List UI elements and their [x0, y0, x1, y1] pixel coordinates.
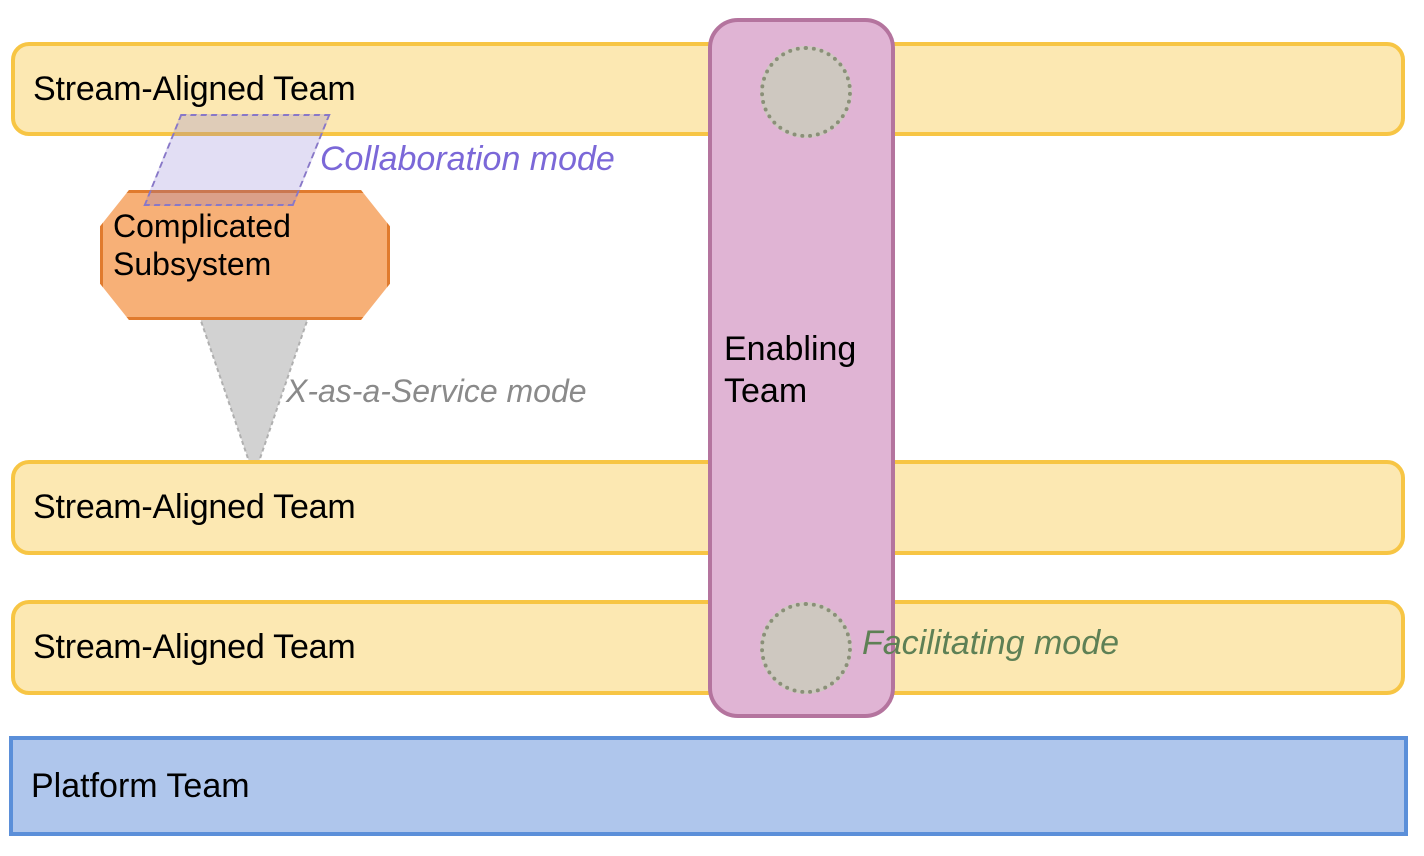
enabling-team-bar[interactable]: Enabling Team — [708, 18, 895, 718]
x-as-a-service-mode-label: X-as-a-Service mode — [286, 373, 587, 409]
stream-aligned-team-label: Stream-Aligned Team — [33, 69, 356, 108]
facilitating-circle-icon — [760, 602, 852, 694]
x-as-a-service-triangle — [198, 316, 310, 478]
complicated-subsystem-shape[interactable]: Complicated Subsystem — [100, 190, 390, 320]
octagon-icon — [100, 190, 390, 320]
platform-team-label: Platform Team — [31, 766, 250, 805]
stream-aligned-team-label: Stream-Aligned Team — [33, 488, 356, 526]
platform-team-bar[interactable]: Platform Team — [9, 736, 1408, 836]
facilitating-mode-label: Facilitating mode — [862, 624, 1120, 662]
collaboration-mode-label: Collaboration mode — [320, 140, 615, 178]
complicated-subsystem-label: Complicated Subsystem — [113, 208, 291, 282]
facilitating-circle-icon — [760, 46, 852, 138]
stream-aligned-team-label: Stream-Aligned Team — [33, 628, 356, 666]
enabling-team-label: Enabling Team — [724, 330, 857, 410]
